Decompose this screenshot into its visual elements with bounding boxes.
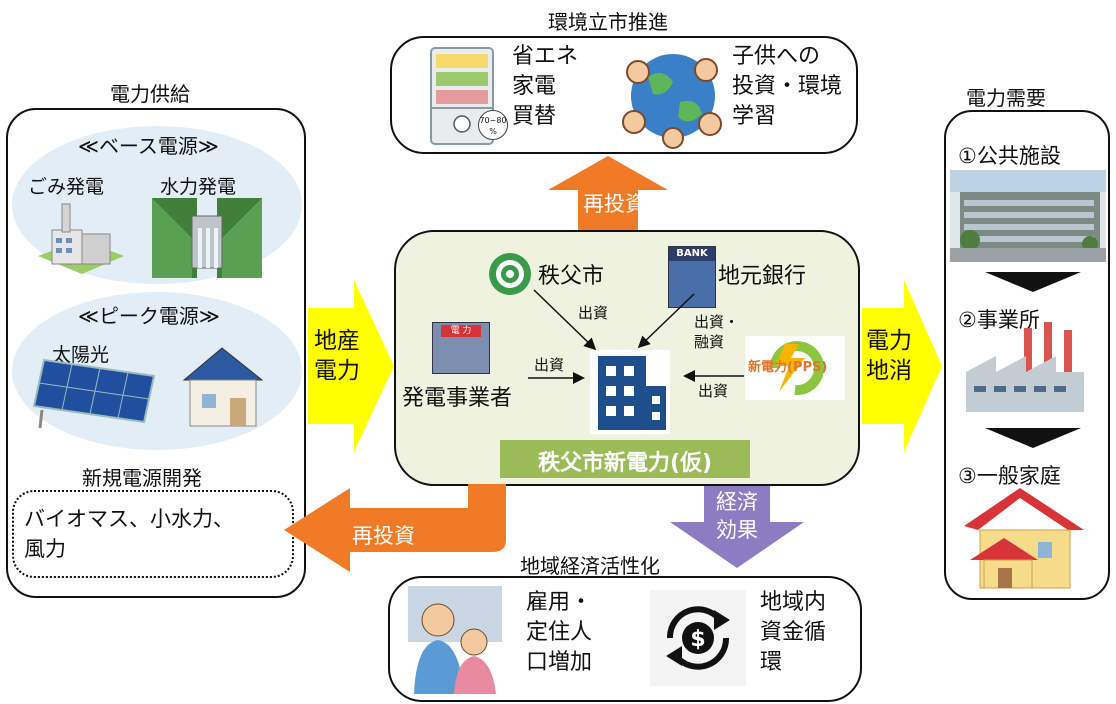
- appliance-line-2: 家電: [512, 74, 557, 99]
- appliance-text: 省エネ 家電 買替: [512, 42, 578, 132]
- public-facility-label: ①公共施設: [958, 144, 1061, 168]
- down-triangle-1-icon: [985, 272, 1081, 292]
- investment-flow-arrows: [528, 289, 744, 384]
- circulation-line-2: 資金循: [760, 620, 827, 645]
- bank-building-icon: BANK: [668, 246, 716, 308]
- new-dev-line-2: 風力: [24, 537, 66, 561]
- reinvest-up-text: 再投資: [583, 192, 646, 216]
- reinvest-left-arrow: [284, 484, 506, 572]
- circulation-text: 地域内 資金循 環: [760, 588, 826, 678]
- education-line-1: 子供への: [732, 44, 821, 69]
- economic-effect-text: 経済 効果: [716, 488, 758, 544]
- company-name-text: 秩父市新電力(仮): [537, 451, 713, 476]
- local-production-text: 地産 電力: [314, 326, 360, 386]
- bank-flow-label: 出資・ 融資: [694, 312, 739, 352]
- down-triangle-2-icon: [985, 428, 1081, 448]
- economic-effect-line-2: 効果: [716, 518, 758, 542]
- waste-plant-icon: [38, 203, 124, 274]
- reinvest-up-arrow: [548, 156, 668, 232]
- supply-title: 電力供給: [110, 82, 190, 106]
- economy-box: 雇用・ 定住人 口増加 $ 地域内 資金循 環: [388, 576, 862, 702]
- bottom-title: 地域経済活性化: [520, 554, 660, 578]
- local-production-line-1: 地産: [314, 328, 360, 354]
- circulation-line-1: 地域内: [760, 590, 827, 615]
- power-company-building-icon: 電 力: [432, 322, 490, 374]
- public-building-photo: [950, 170, 1106, 262]
- company-name-label: 秩父市新電力(仮): [500, 440, 750, 478]
- employment-line-1: 雇用・: [526, 590, 593, 615]
- solar-label: 太陽光: [52, 344, 110, 366]
- bank-sign: BANK: [669, 247, 715, 261]
- waste-power-label: ごみ発電: [28, 176, 105, 198]
- education-line-3: 学習: [732, 104, 777, 129]
- factory-icon: [966, 322, 1084, 412]
- environment-box: 70~80 % 省エネ 家電 買替 子供への 投資・環境 学習: [390, 36, 858, 154]
- appliance-line-1: 省エネ: [512, 44, 579, 69]
- local-production-line-2: 電力: [314, 358, 360, 384]
- local-consumption-line-2: 地消: [866, 358, 912, 384]
- house-icon: [964, 488, 1084, 589]
- family-icon: [408, 586, 502, 694]
- efficiency-badge: 70~80 %: [478, 110, 508, 140]
- svg-text:$: $: [690, 627, 705, 652]
- new-power-company-icon: [590, 350, 670, 434]
- power-company-sign: 電 力: [441, 325, 481, 337]
- appliance-line-3: 買替: [512, 104, 557, 129]
- pps-label: 新電力(PPS): [748, 360, 828, 375]
- dam-icon: [152, 198, 262, 278]
- hydro-power-label: 水力発電: [160, 176, 237, 198]
- economic-effect-arrow: [670, 486, 804, 568]
- education-line-2: 投資・環境: [732, 74, 843, 99]
- chichibu-city-emblem-icon: [489, 253, 531, 295]
- local-consumption-text: 電力 地消: [866, 326, 912, 386]
- employment-line-2: 定住人: [526, 620, 593, 645]
- bank-label: 地元銀行: [718, 264, 807, 289]
- new-dev-title: 新規電源開発: [82, 466, 202, 490]
- employment-text: 雇用・ 定住人 口増加: [526, 588, 592, 678]
- money-circulation-icon: $: [650, 590, 746, 686]
- globe-children-icon: [622, 54, 722, 149]
- new-dev-box: バイオマス、小水力、 風力: [12, 490, 294, 578]
- generator-flow-label: 出資: [534, 356, 565, 374]
- local-production-arrow: [308, 280, 394, 452]
- bank-flow-line-2: 融資: [694, 333, 725, 351]
- base-power-heading: ≪ベース電源≫: [78, 134, 219, 158]
- refrigerator-icon: [430, 47, 494, 145]
- pps-flow-label: 出資: [698, 382, 729, 400]
- local-consumption-line-1: 電力: [866, 328, 912, 354]
- circulation-line-3: 環: [760, 650, 783, 675]
- city-flow-label: 出資: [578, 304, 609, 322]
- local-consumption-arrow: [862, 280, 942, 452]
- peak-power-heading: ≪ピーク電源≫: [78, 304, 220, 328]
- top-title: 環境立市推進: [548, 10, 668, 34]
- employment-line-3: 口増加: [526, 650, 593, 675]
- solar-house-icon: [182, 347, 264, 427]
- household-label: ③一般家庭: [958, 464, 1061, 488]
- new-dev-text: バイオマス、小水力、 風力: [24, 504, 234, 564]
- reinvest-left-text: 再投資: [352, 524, 415, 548]
- pps-logo-icon: [745, 336, 845, 400]
- bank-flow-line-1: 出資・: [694, 313, 740, 331]
- city-label: 秩父市: [538, 264, 605, 289]
- demand-title: 電力需要: [966, 86, 1046, 110]
- new-dev-line-1: バイオマス、小水力、: [24, 507, 234, 531]
- solar-panel-icon: [32, 358, 156, 429]
- education-text: 子供への 投資・環境 学習: [732, 42, 842, 132]
- generator-label: 発電事業者: [402, 386, 513, 411]
- economic-effect-line-1: 経済: [716, 490, 758, 514]
